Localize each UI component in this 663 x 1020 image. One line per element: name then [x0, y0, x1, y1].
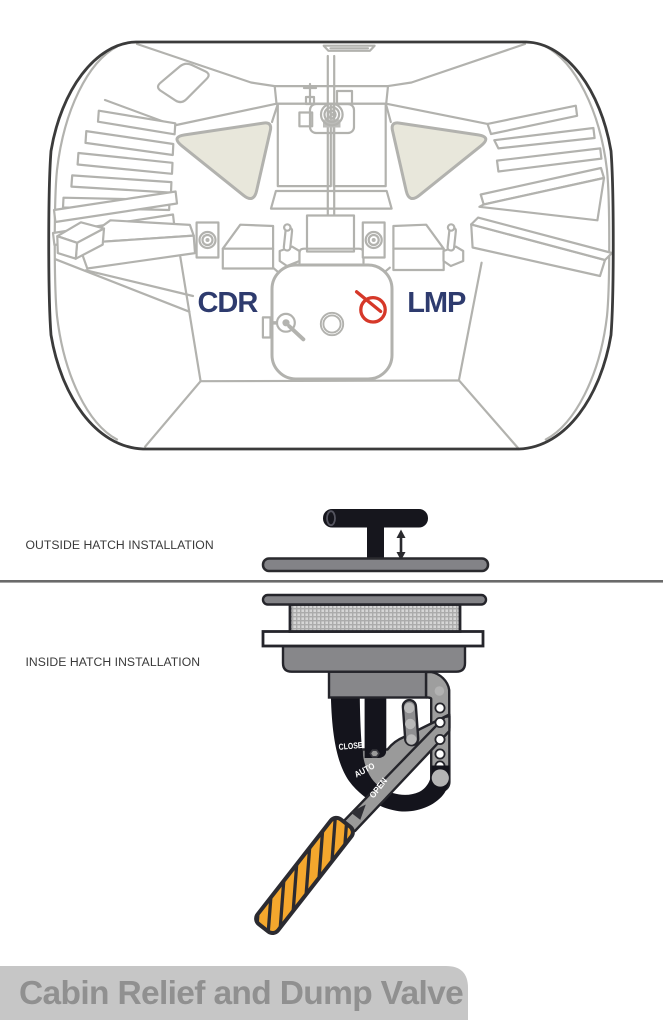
svg-text:Cabin Relief and Dump Valve: Cabin Relief and Dump Valve — [19, 975, 463, 1012]
svg-text:OUTSIDE HATCH INSTALLATION: OUTSIDE HATCH INSTALLATION — [26, 538, 214, 552]
svg-text:LMP: LMP — [407, 287, 466, 319]
svg-text:CLOSE: CLOSE — [338, 740, 363, 752]
svg-text:INSIDE HATCH INSTALLATION: INSIDE HATCH INSTALLATION — [26, 655, 201, 669]
svg-text:CDR: CDR — [197, 287, 258, 319]
